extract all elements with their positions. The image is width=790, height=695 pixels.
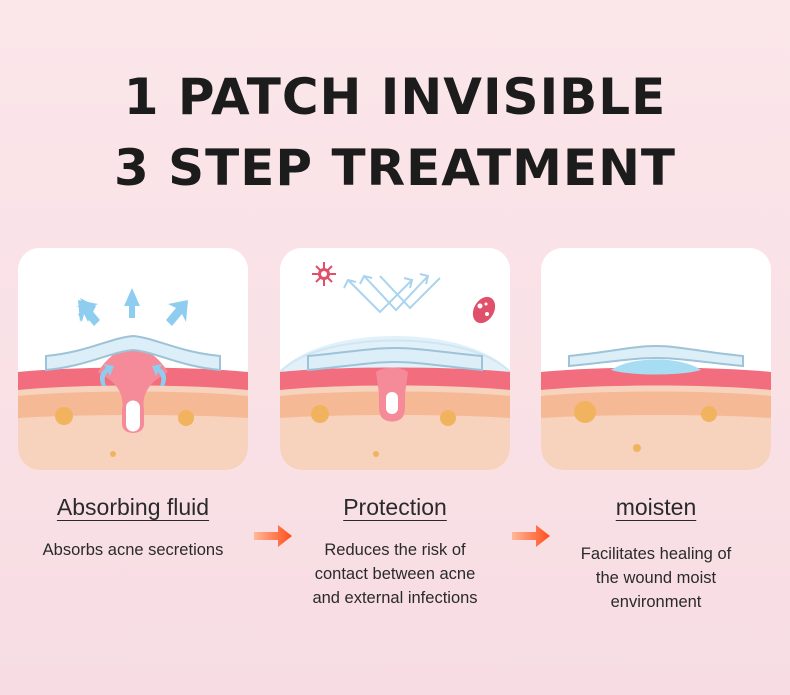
right-arrow-icon: [512, 525, 550, 547]
title-line-2: 3 STEP TREATMENT: [113, 139, 677, 197]
bacteria-icon: [472, 296, 496, 324]
step-1-heading: Absorbing fluid: [56, 494, 210, 520]
step-3-description-line: the wound moist: [595, 569, 717, 587]
step-2-description: Reduces the risk of contact between acne…: [275, 538, 515, 610]
title-line-1: 1 PATCH INVISIBLE: [123, 68, 667, 126]
step-3-heading: moisten: [615, 494, 697, 520]
illustration-absorbing-fluid: [18, 248, 248, 470]
step-3-description: Facilitates healing of the wound moist e…: [536, 542, 776, 614]
step-2-description-line: and external infections: [312, 589, 478, 607]
step-3-description-line: Facilitates healing of: [580, 545, 732, 563]
virus-icon: [312, 262, 336, 286]
step-2-heading: Protection: [343, 494, 447, 520]
step-1-description: Absorbs acne secretions: [42, 541, 224, 559]
right-arrow-icon: [254, 525, 292, 547]
illustration-moisten: [541, 248, 771, 470]
step-2-description-line: Reduces the risk of: [324, 541, 466, 559]
step-3-description-line: environment: [610, 593, 702, 611]
illustration-protection: [280, 248, 510, 470]
step-2-description-line: contact between acne: [314, 565, 476, 583]
